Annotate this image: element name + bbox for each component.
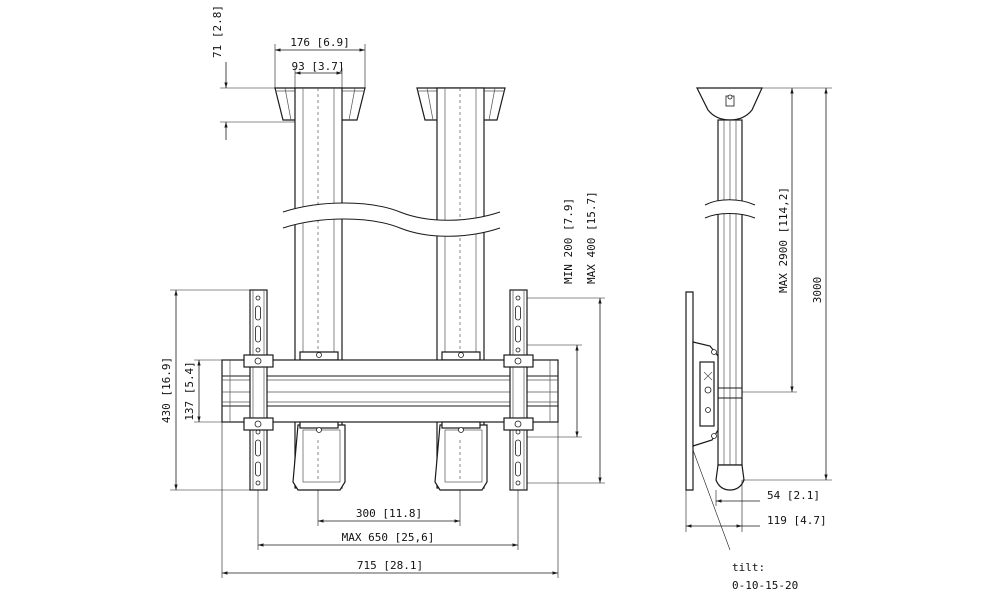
dim-3000: 3000 <box>811 277 824 304</box>
side-dimensions <box>685 87 832 551</box>
dim-119: 119 [4.7] <box>767 514 827 527</box>
dim-93: 93 [3.7] <box>292 60 345 73</box>
tilt-values: 0-10-15-20 <box>732 579 798 592</box>
dim-max-650: MAX 650 [25,6] <box>342 531 435 544</box>
break-lines <box>282 202 501 237</box>
front-dimensions <box>170 44 605 578</box>
front-view <box>221 87 559 491</box>
left-vesa-strip <box>243 289 274 491</box>
dim-137: 137 [5.4] <box>183 361 196 421</box>
lower-sleeves <box>292 424 488 491</box>
dim-300: 300 [11.8] <box>356 507 422 520</box>
lower-clamps <box>299 421 481 433</box>
side-column <box>704 119 756 491</box>
side-ceiling-bracket <box>696 87 763 121</box>
side-display-bracket <box>685 291 742 491</box>
side-view <box>685 87 763 491</box>
dim-430: 430 [16.9] <box>160 357 173 423</box>
dim-max-2900: MAX 2900 [114,2] <box>777 187 790 293</box>
dim-176: 176 [6.9] <box>290 36 350 49</box>
dim-min-200: MIN 200 [7.9] <box>562 198 575 284</box>
column-clamps <box>299 351 481 361</box>
horizontal-rail <box>221 359 559 423</box>
right-vesa-strip <box>503 289 534 491</box>
dim-54: 54 [2.1] <box>767 489 820 502</box>
dim-71: 71 [2.8] <box>211 5 224 58</box>
dim-715: 715 [28.1] <box>357 559 423 572</box>
dim-max-400: MAX 400 [15.7] <box>585 191 598 284</box>
tilt-label: tilt: <box>732 561 765 574</box>
